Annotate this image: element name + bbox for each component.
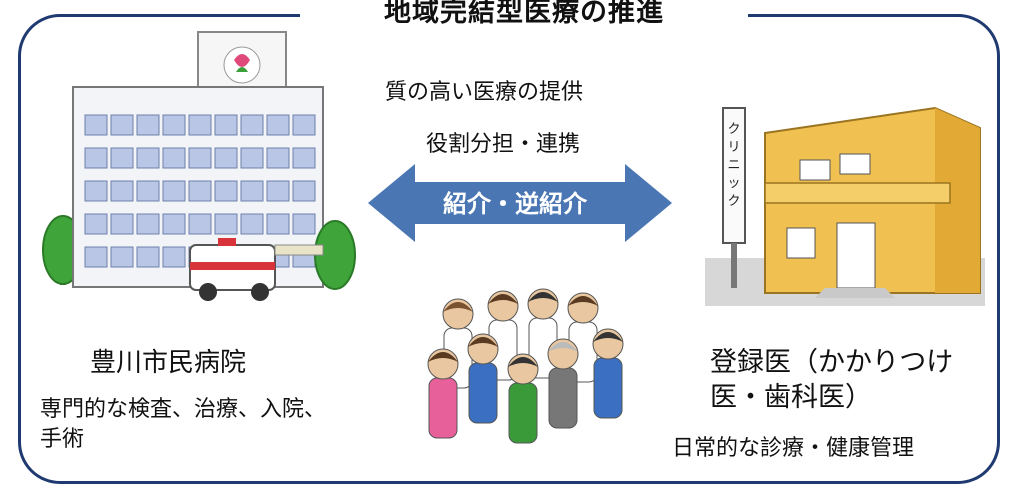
hospital-window (292, 147, 316, 169)
hospital-illustration (42, 31, 356, 301)
hospital-window (162, 114, 186, 136)
hospital-window (84, 114, 108, 136)
role-sharing-text: 役割分担・連携 (426, 132, 581, 157)
hospital-window (136, 147, 160, 169)
clinic-name-line1: 登録医（かかりつけ (710, 347, 954, 378)
person-hair (488, 294, 518, 304)
hospital-window (136, 213, 160, 235)
person-hair (443, 302, 473, 312)
quality-care-text: 質の高い医療の提供 (385, 80, 584, 105)
hospital-window (136, 180, 160, 202)
hospital-window (84, 246, 108, 268)
hospital-desc-line1: 専門的な検査、治療、入院、 (40, 397, 327, 422)
hospital-window (214, 213, 238, 235)
hospital-window (110, 180, 134, 202)
hospital-name: 豊川市民病院 (90, 348, 247, 378)
hospital-window (136, 246, 160, 268)
person-body (508, 382, 538, 444)
hospital-window (162, 147, 186, 169)
people-group-illustration (427, 288, 624, 444)
hospital-window (292, 180, 316, 202)
hospital-window (292, 213, 316, 235)
hospital-window (214, 147, 238, 169)
hospital-window (240, 213, 264, 235)
hospital-window (188, 147, 212, 169)
person-body (428, 377, 458, 439)
hospital-window (266, 213, 290, 235)
person-hair (548, 342, 578, 352)
hospital-window (110, 246, 134, 268)
hospital-window (110, 147, 134, 169)
hospital-desc-line2: 手術 (40, 427, 85, 452)
hospital-window (214, 114, 238, 136)
ambulance-icon (189, 238, 276, 301)
clinic-illustration: クリニック (705, 106, 985, 306)
person-body (548, 367, 578, 429)
clinic-name-line2: 医・歯科医） (710, 382, 872, 413)
hospital-window (162, 180, 186, 202)
person-hair (568, 296, 598, 306)
hospital-window (266, 180, 290, 202)
person-hair (528, 292, 558, 302)
hospital-window (240, 180, 264, 202)
person-hair (468, 337, 498, 347)
hospital-window (188, 114, 212, 136)
person-hair (593, 332, 623, 342)
hospital-window (84, 213, 108, 235)
hospital-window (84, 147, 108, 169)
hospital-window (266, 147, 290, 169)
referral-double-arrow (368, 164, 672, 242)
diagram-title: 地域完結型医療の推進 (300, 0, 748, 30)
person-hair (508, 357, 538, 367)
hospital-window (162, 246, 186, 268)
hospital-window (136, 114, 160, 136)
person-hair (428, 352, 458, 362)
hospital-window (240, 114, 264, 136)
hospital-window (188, 180, 212, 202)
hospital-window (214, 180, 238, 202)
clinic-desc: 日常的な診療・健康管理 (672, 436, 915, 461)
hospital-window (240, 147, 264, 169)
hospital-window (162, 213, 186, 235)
hospital-window (84, 180, 108, 202)
clinic-sign-text: クリニック (727, 122, 740, 209)
hospital-window (188, 213, 212, 235)
hospital-window (292, 114, 316, 136)
tree-right-icon (314, 220, 356, 290)
hospital-window (266, 114, 290, 136)
hospital-window (110, 213, 134, 235)
hospital-window (110, 114, 134, 136)
person-body (468, 362, 498, 424)
person-body (593, 357, 623, 419)
referral-label: 紹介・逆紹介 (443, 190, 587, 218)
